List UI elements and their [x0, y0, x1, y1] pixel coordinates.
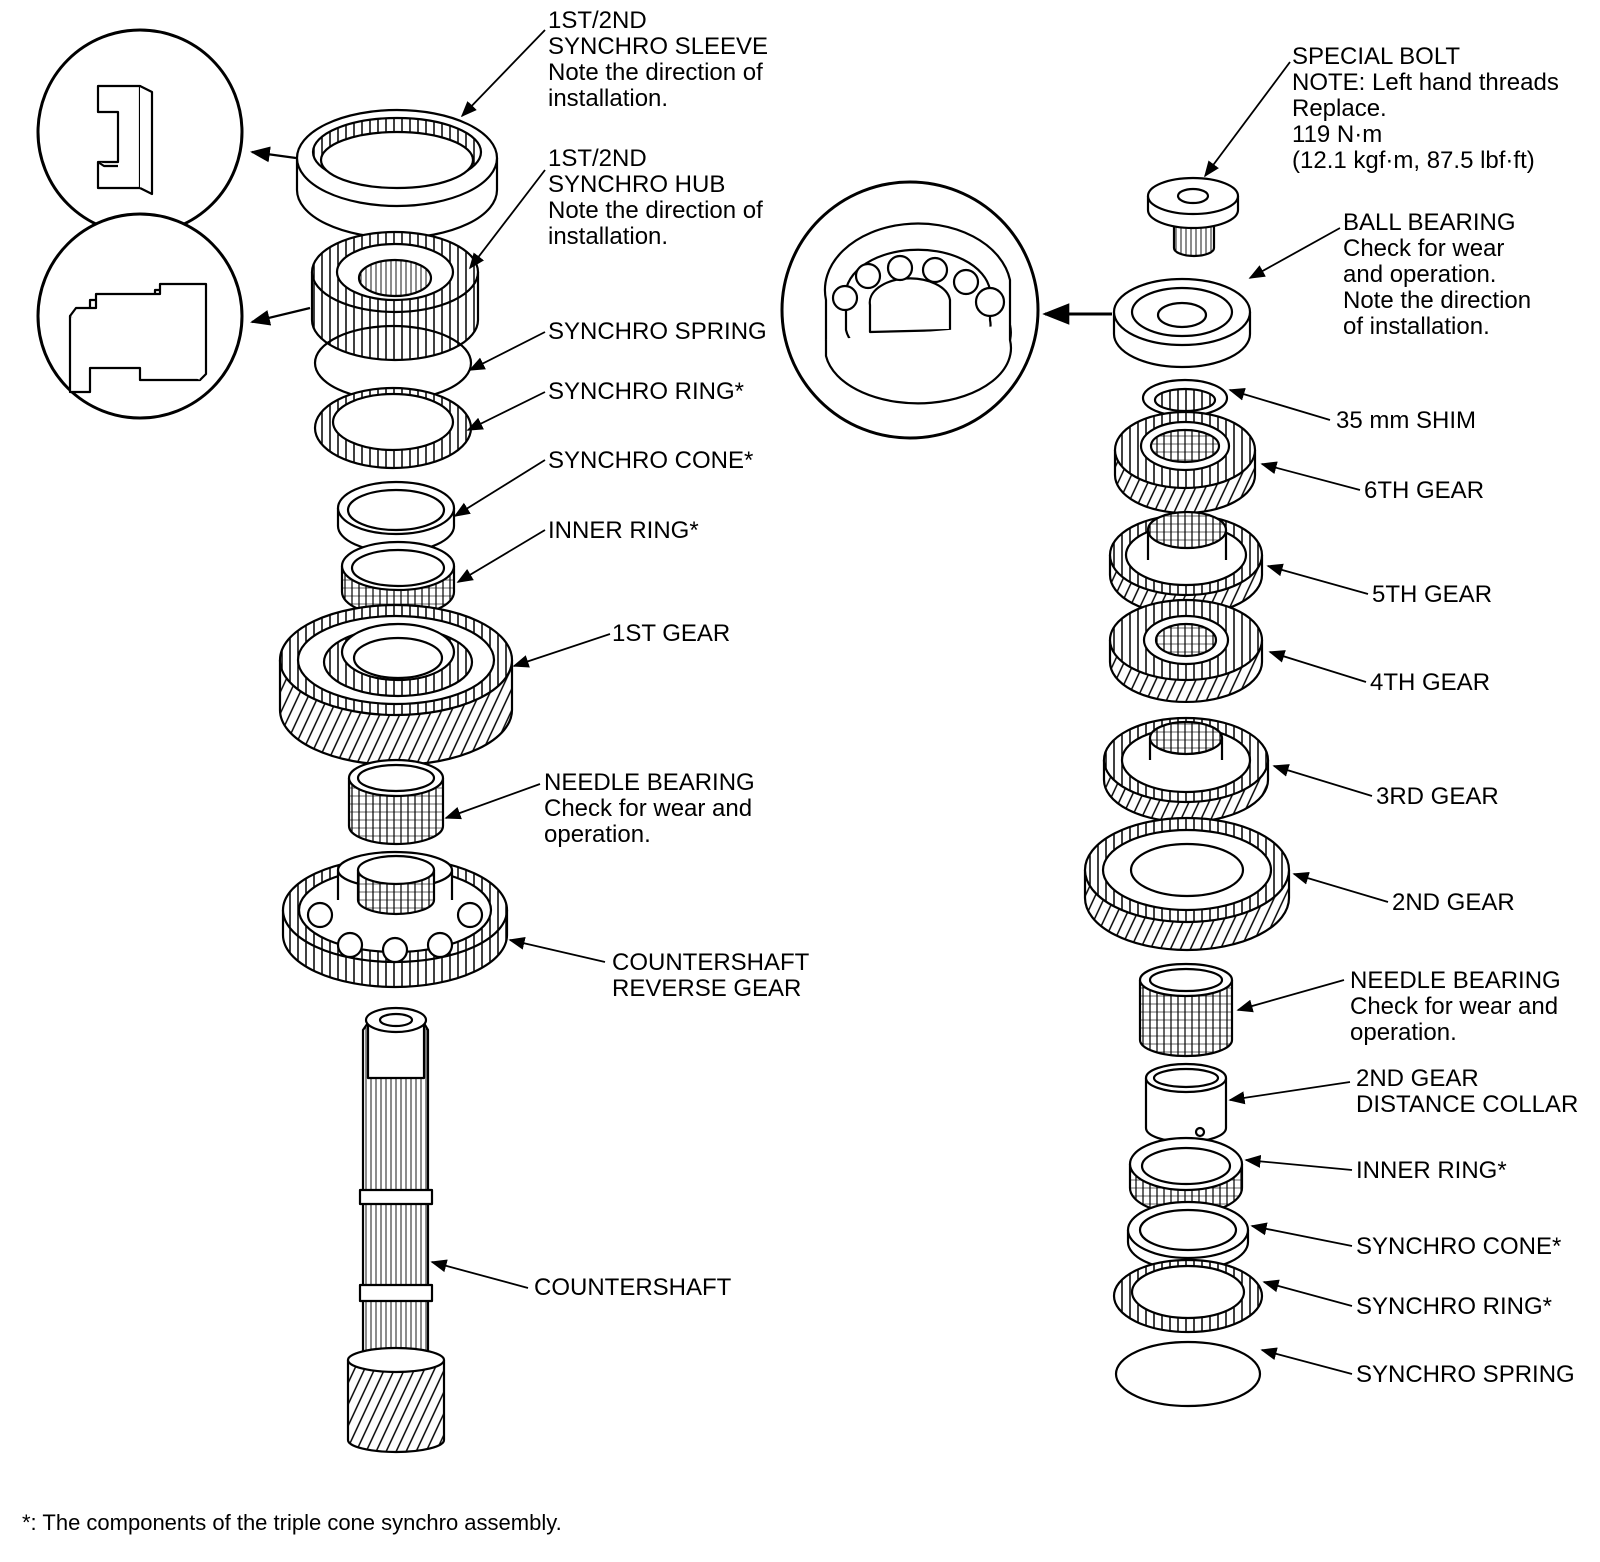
label-reverse-gear: COUNTERSHAFT REVERSE GEAR: [612, 949, 810, 1002]
right-distance-collar: [1144, 1062, 1228, 1144]
right-synchro-spring: [1114, 1340, 1262, 1408]
footnote: *: The components of the triple cone syn…: [22, 1510, 562, 1535]
right-inner-ring: [1128, 1136, 1244, 1216]
leader-lines: [430, 29, 1389, 1375]
right-ball-bearing: [1112, 277, 1252, 369]
right-shim: [1141, 378, 1229, 418]
label-third-gear: 3RD GEAR: [1376, 783, 1499, 810]
label-fourth-gear: 4TH GEAR: [1370, 669, 1491, 696]
right-special-bolt: [1146, 176, 1240, 258]
ball-bearing-detail-circle: [780, 180, 1040, 440]
right-third-gear: [1102, 716, 1270, 824]
label-left-synchro-ring: SYNCHRO RING*: [548, 378, 745, 405]
label-synchro-hub: 1ST/2ND SYNCHRO HUB Note the direction o…: [548, 145, 763, 250]
label-first-gear: 1ST GEAR: [612, 620, 731, 647]
label-fifth-gear: 5TH GEAR: [1372, 581, 1493, 608]
left-synchro-hub: [310, 230, 480, 362]
left-synchro-sleeve: [295, 108, 499, 240]
label-right-inner-ring: INNER RING*: [1356, 1157, 1507, 1184]
label-shim: 35 mm SHIM: [1336, 407, 1477, 434]
right-fourth-gear: [1108, 598, 1264, 704]
label-left-synchro-spring: SYNCHRO SPRING: [548, 318, 767, 345]
left-first-gear: [278, 603, 514, 767]
label-second-gear: 2ND GEAR: [1392, 889, 1515, 916]
label-left-inner-ring: INNER RING*: [548, 517, 699, 544]
label-left-needle-bearing: NEEDLE BEARING Check for wear and operat…: [544, 769, 755, 848]
right-needle-bearing: [1138, 962, 1234, 1058]
left-synchro-ring: [313, 386, 473, 470]
label-ball-bearing: BALL BEARING Check for wear and operatio…: [1343, 209, 1532, 340]
right-fifth-gear: [1108, 510, 1264, 617]
label-special-bolt: SPECIAL BOLT NOTE: Left hand threads Rep…: [1292, 43, 1559, 174]
label-synchro-sleeve: 1ST/2ND SYNCHRO SLEEVE Note the directio…: [548, 7, 769, 112]
right-second-gear: [1083, 816, 1291, 952]
label-distance-collar: 2ND GEAR DISTANCE COLLAR: [1356, 1065, 1579, 1118]
left-reverse-gear: [281, 850, 509, 989]
sleeve-detail-circle: [36, 28, 244, 236]
left-synchro-cone: [336, 480, 456, 554]
label-sixth-gear: 6TH GEAR: [1364, 477, 1485, 504]
right-synchro-ring: [1112, 1258, 1264, 1334]
label-right-synchro-ring: SYNCHRO RING*: [1356, 1293, 1553, 1320]
label-right-needle-bearing: NEEDLE BEARING Check for wear and operat…: [1350, 967, 1561, 1046]
label-right-synchro-spring: SYNCHRO SPRING: [1356, 1361, 1575, 1388]
left-countershaft: [346, 1006, 446, 1454]
right-synchro-cone: [1126, 1200, 1250, 1272]
right-sixth-gear: [1113, 410, 1257, 515]
label-right-synchro-cone: SYNCHRO CONE*: [1356, 1233, 1562, 1260]
hub-detail-circle: [36, 212, 244, 420]
label-left-synchro-cone: SYNCHRO CONE*: [548, 447, 754, 474]
left-inner-ring: [340, 540, 456, 618]
left-needle-bearing: [347, 758, 445, 846]
label-countershaft: COUNTERSHAFT: [534, 1274, 732, 1301]
